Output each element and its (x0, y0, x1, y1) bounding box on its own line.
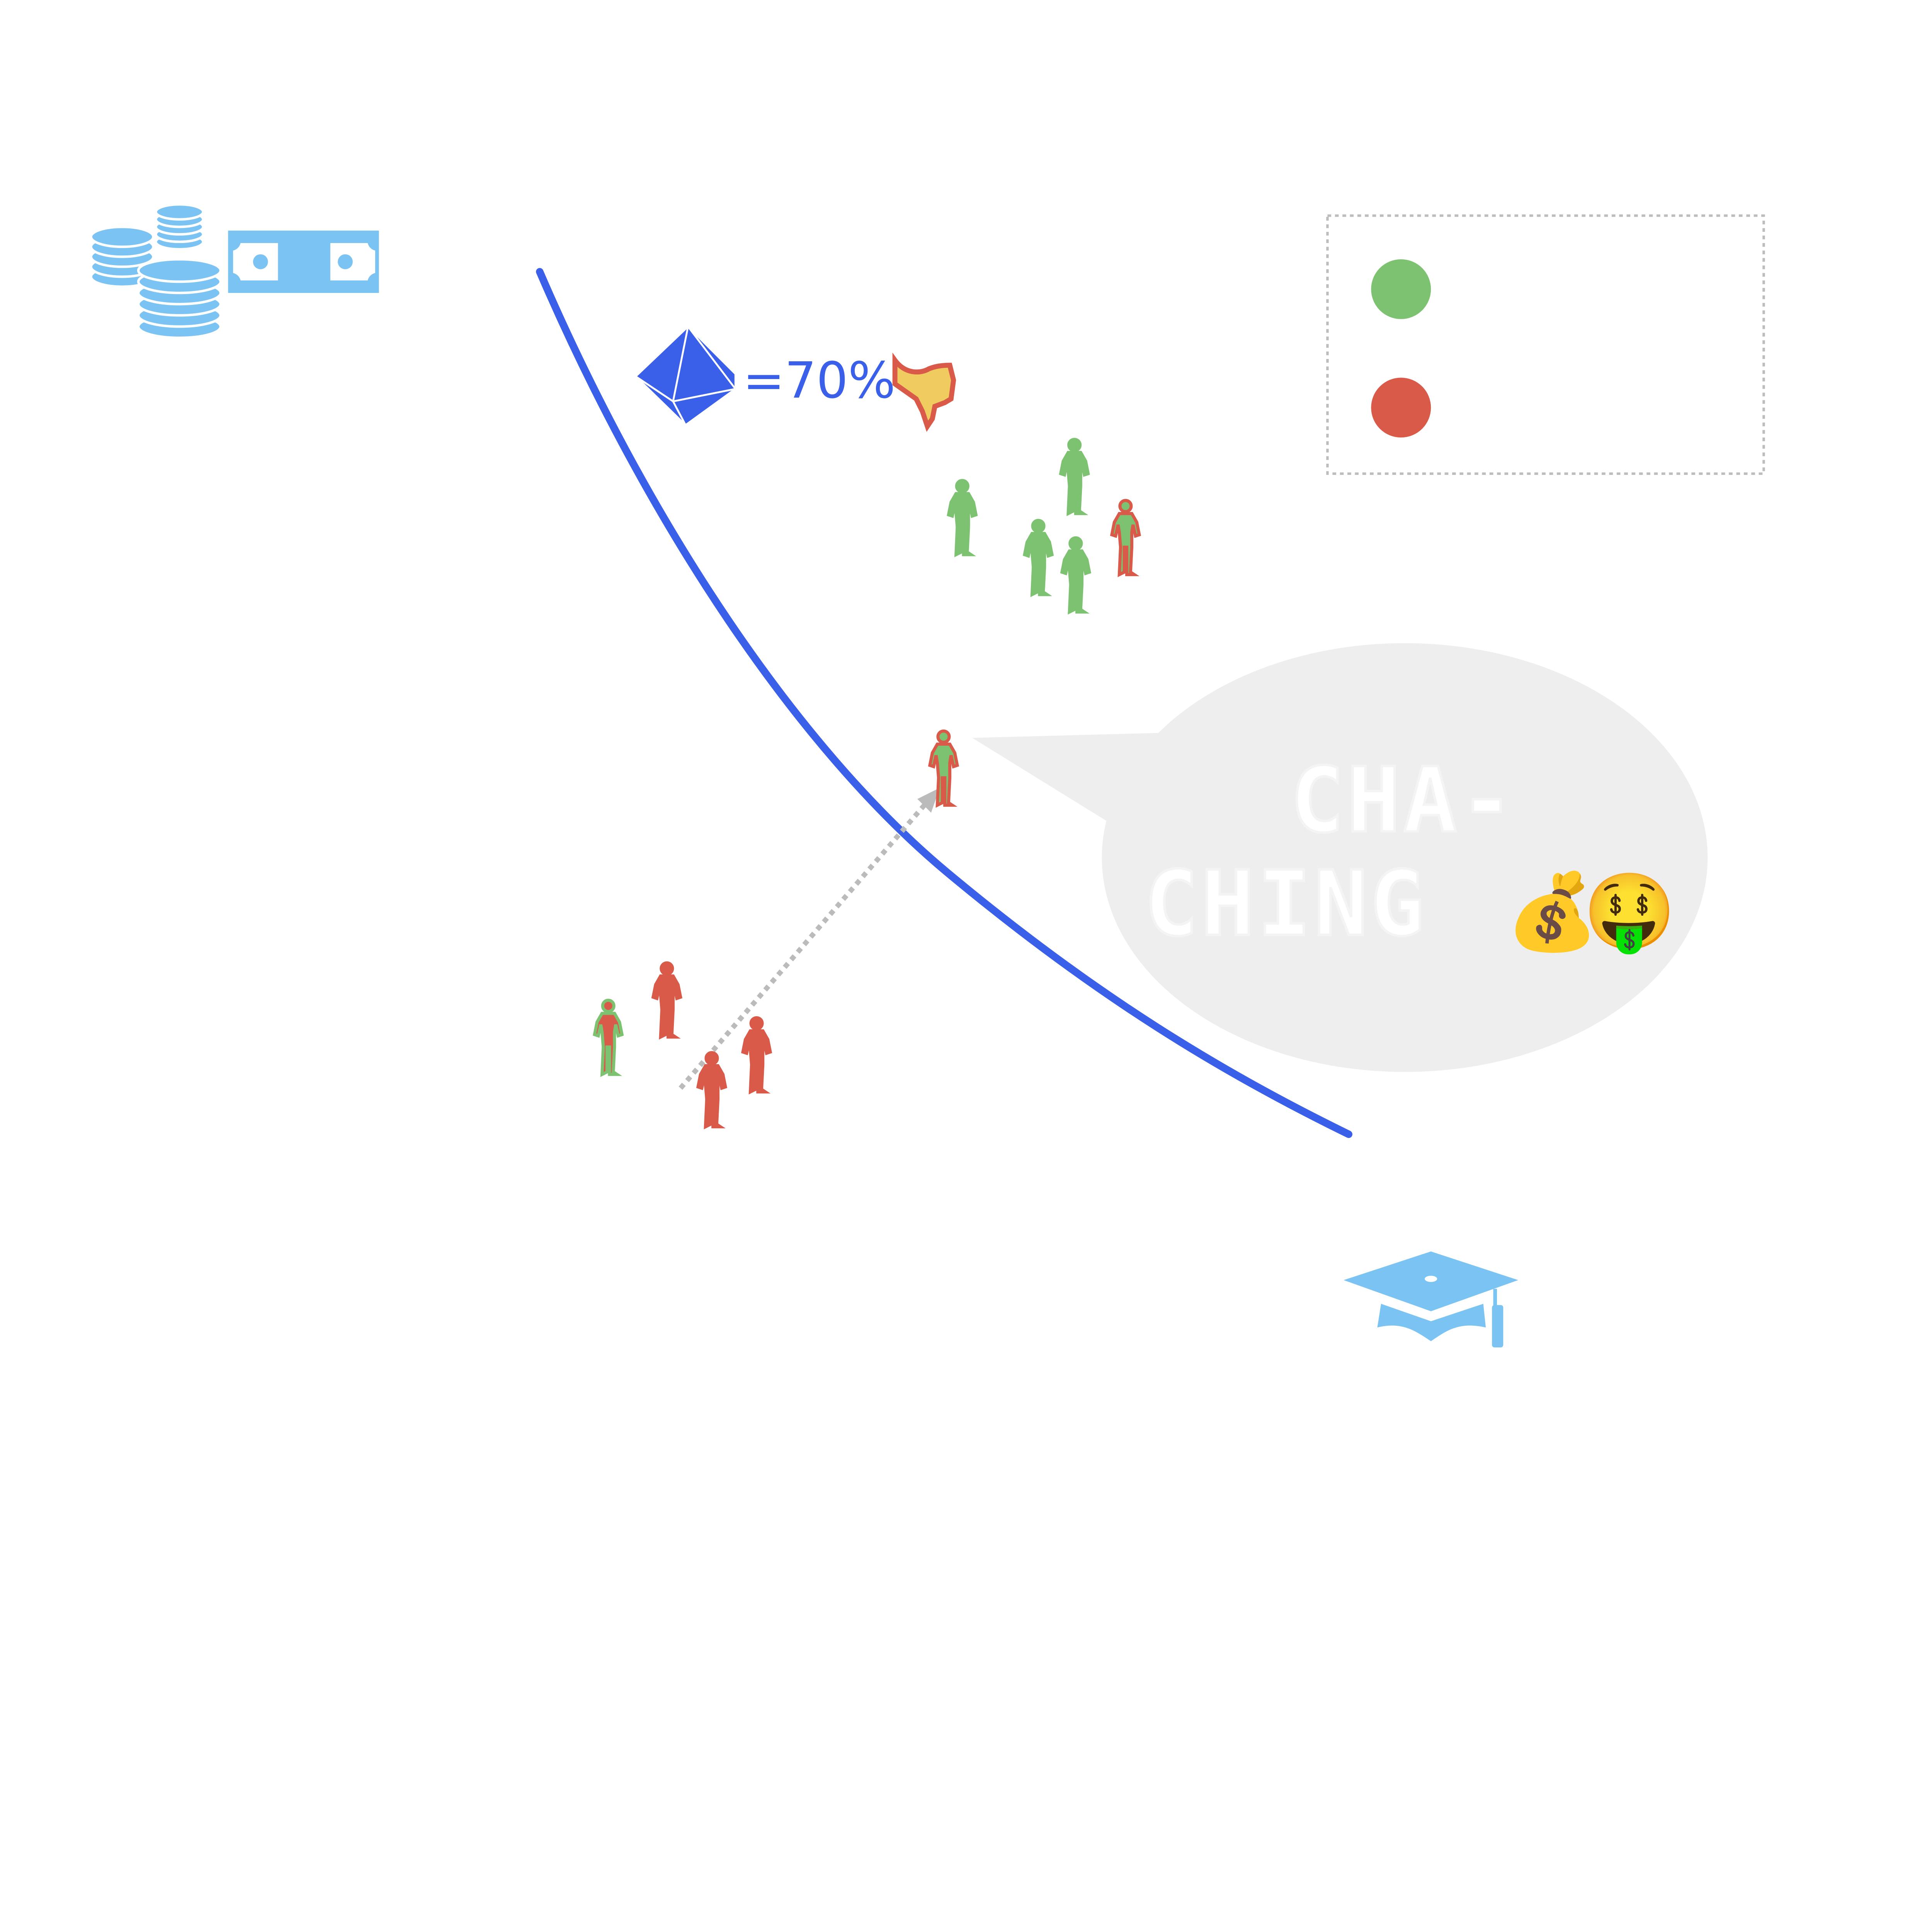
money-bag-icon: 💰 (1506, 868, 1599, 956)
person-icon (743, 1018, 770, 1092)
diagram-canvas: =70% CHA- CHING 💰 🤑 (90, 203, 1765, 1348)
legend-swatch-green (1371, 259, 1431, 319)
person-icon (595, 1000, 622, 1075)
ethereum-diamond-icon (634, 325, 736, 427)
movement-arrow (679, 787, 940, 1090)
person-icon (1062, 538, 1089, 612)
bubble-text-line1: CHA- (1290, 748, 1516, 853)
thumbs-down-icon (892, 352, 956, 432)
bubble-text-line2: CHING (1144, 851, 1427, 956)
person-icon (653, 963, 680, 1037)
graduation-cap-icon (1344, 1251, 1519, 1348)
person-icon (949, 481, 976, 555)
upper-group (949, 439, 1139, 612)
percentage-label: =70% (743, 352, 896, 410)
person-icon (1025, 520, 1052, 595)
person-icon (1112, 500, 1139, 575)
coins-and-banknote-icon (90, 203, 379, 339)
person-icon (1061, 439, 1088, 514)
lower-group (595, 963, 770, 1127)
money-mouth-face-icon: 🤑 (1583, 868, 1676, 956)
legend-swatch-red (1371, 378, 1431, 438)
legend (1326, 214, 1765, 475)
tradeoff-curve (536, 268, 1352, 1138)
speech-bubble: CHA- CHING 💰 🤑 (972, 643, 1708, 1072)
